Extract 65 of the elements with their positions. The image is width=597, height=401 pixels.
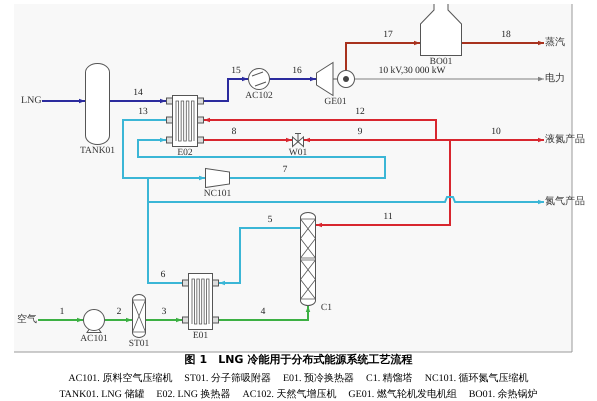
legend-note: ST01. 分子筛吸附器 [184, 372, 271, 385]
process-line [146, 318, 182, 322]
legend-note: E01. 预冷换热器 [282, 372, 354, 385]
process-line [462, 40, 544, 46]
equipment-tag: W01 [278, 148, 318, 159]
stream-number: 10 [490, 127, 502, 137]
equipment-tag: AC101 [74, 334, 114, 345]
process-line [38, 318, 83, 322]
stream-number: 15 [230, 66, 242, 76]
stream-number: 6 [160, 270, 166, 280]
legend-note: C1. 精馏塔 [366, 372, 413, 385]
stream-number: 11 [382, 212, 394, 222]
stream-endpoint-label: 氮气产品 [544, 196, 586, 208]
process-line [137, 138, 386, 179]
stream-endpoint-label: 液氮产品 [544, 134, 586, 146]
stream-endpoint-label: 蒸汽 [544, 37, 566, 49]
equipment-tag: NC101 [198, 189, 238, 200]
stream-number: 14 [132, 88, 144, 98]
process-line [204, 118, 437, 140]
stream-number: 2 [116, 307, 122, 317]
process-line [204, 76, 248, 102]
legend-note: TANK01. LNG 储罐 [59, 388, 144, 401]
equipment-tag: ST01 [119, 339, 159, 350]
legend-note: AC102. 天然气增压机 [242, 388, 336, 401]
process-line [354, 76, 544, 82]
process-line [436, 138, 544, 142]
legend-note: GE01. 燃气轮机发电机组 [348, 388, 457, 401]
equipment-tag: AC102 [239, 91, 279, 102]
equipment-tag: E01 [180, 331, 220, 342]
stream-number: 9 [356, 127, 364, 137]
process-line [147, 196, 544, 284]
process-line [42, 98, 85, 104]
process-line [270, 76, 316, 82]
process-line [316, 140, 451, 228]
process-line [204, 138, 292, 142]
stream-number: 17 [382, 30, 394, 40]
process-line [345, 40, 420, 70]
process-line [304, 138, 436, 142]
process-line [105, 318, 132, 322]
stream-number: 10 kV,30 000 kW [378, 66, 446, 76]
figure-caption: 图 1 LNG 冷能用于分布式能源系统工艺流程 [184, 352, 414, 367]
stream-number: 8 [230, 127, 238, 137]
stream-number: 13 [137, 107, 149, 117]
legend-note: NC101. 循环氮气压缩机 [424, 372, 529, 385]
stream-number: 7 [282, 165, 288, 175]
equipment-tag: GE01 [316, 97, 356, 108]
stream-number: 12 [354, 107, 366, 117]
stream-number: 4 [260, 307, 266, 317]
stream-endpoint-label: LNG [20, 95, 43, 107]
stream-endpoint-label: 空气 [16, 314, 38, 326]
stream-endpoint-label: 电力 [544, 73, 566, 85]
stream-number: 3 [160, 307, 168, 317]
stream-number: 1 [58, 307, 66, 317]
stream-number: 18 [500, 30, 512, 40]
equipment-tag: C1 [320, 303, 332, 314]
stream-number: 5 [266, 215, 274, 225]
process-line [219, 227, 300, 286]
legend-note: E02. LNG 换热器 [156, 388, 231, 401]
equipment-tag: E02 [165, 148, 205, 159]
process-line [110, 98, 166, 104]
stream-number: 16 [291, 66, 303, 76]
legend-note: BO01. 余热锅炉 [468, 388, 538, 401]
legend-note: AC101. 原料空气压缩机 [68, 372, 172, 385]
equipment-tag: TANK01 [78, 146, 118, 157]
process-line [219, 306, 310, 321]
